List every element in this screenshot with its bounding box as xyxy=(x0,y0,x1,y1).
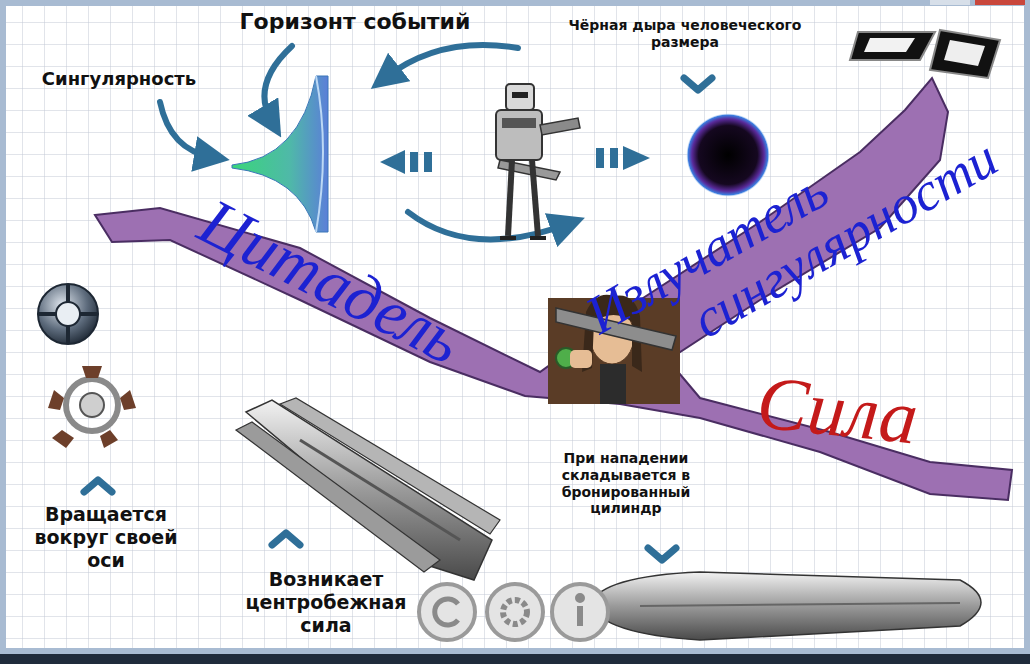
corner-emblem-part xyxy=(930,30,1000,78)
window-frame-part xyxy=(0,0,1030,6)
badge-icon xyxy=(38,284,98,344)
dashed-arrows-part xyxy=(610,148,618,168)
window-frame-part xyxy=(0,0,6,664)
window-frame-part xyxy=(0,648,1030,654)
robot-figure-part xyxy=(498,160,560,180)
robot-figure-part xyxy=(500,236,546,240)
dashed-arrows-part xyxy=(623,146,650,170)
callout-label: При нападении складывается в бронированн… xyxy=(536,450,716,517)
flow-arrows-part xyxy=(160,102,212,157)
badge-icon-part xyxy=(38,284,98,344)
rotor-icon-part xyxy=(80,393,104,417)
armored-cylinder-part xyxy=(640,603,960,606)
callout-label: Возникает центробежная сила xyxy=(236,568,416,636)
newton-portrait-part xyxy=(570,350,592,368)
black-hole xyxy=(686,113,770,197)
menu-buttons-part xyxy=(577,595,583,601)
corner-emblem-part xyxy=(850,32,935,60)
ship-unfolded-part xyxy=(280,398,500,534)
robot-figure-part xyxy=(512,92,528,98)
robot-figure-part xyxy=(540,118,580,135)
armored-cylinder xyxy=(590,572,981,640)
rotor-icon xyxy=(48,366,136,448)
armored-cylinder-part xyxy=(590,572,981,640)
corner-emblem-part xyxy=(864,38,915,52)
menu-buttons-part xyxy=(487,584,543,640)
menu-buttons-part xyxy=(577,606,583,626)
flow-arrows-part xyxy=(264,46,292,122)
menu-buttons xyxy=(419,584,608,640)
window-frame-part xyxy=(975,0,1025,5)
menu-buttons-part xyxy=(419,584,475,640)
chevrons-part xyxy=(272,533,300,545)
dashed-arrows-part xyxy=(410,152,418,172)
robot-figure xyxy=(496,84,580,238)
robot-figure-part xyxy=(496,110,542,160)
window-frame-part xyxy=(1024,0,1030,664)
chevrons-part xyxy=(84,480,112,492)
callout-label: Сингулярность xyxy=(14,68,224,90)
callout-label: Горизонт событий xyxy=(200,9,510,35)
callout-label: Вращается вокруг своей оси xyxy=(16,503,196,571)
ship-unfolded-part xyxy=(236,422,440,572)
menu-buttons-part xyxy=(503,600,527,624)
rotor-icon-part xyxy=(52,430,74,448)
rotor-icon-part xyxy=(120,390,136,410)
dashed-arrows-part xyxy=(380,150,405,174)
robot-figure-part xyxy=(508,160,512,236)
rotor-icon-part xyxy=(82,366,102,378)
black-hole-part xyxy=(686,113,770,197)
badge-icon-part xyxy=(38,284,98,344)
chevrons-part xyxy=(684,78,712,90)
robot-figure-part xyxy=(502,118,536,128)
rotor-icon-part xyxy=(48,390,64,410)
flow-arrows-part xyxy=(408,212,568,239)
rotor-icon-part xyxy=(100,430,118,448)
flow-arrows-part xyxy=(385,45,518,78)
event-horizon-funnel-part xyxy=(316,76,323,232)
chevrons-part xyxy=(648,548,676,560)
window-frame-part xyxy=(930,0,970,5)
callout-label: Чёрная дыра человеческого размера xyxy=(540,17,830,51)
ship-unfolded-part xyxy=(300,440,460,540)
dashed-arrows-part xyxy=(596,148,604,168)
newton-portrait-part xyxy=(600,364,626,404)
badge-icon-part xyxy=(56,302,80,326)
rotor-icon-part xyxy=(66,379,118,431)
menu-buttons-part xyxy=(552,584,608,640)
menu-buttons-part xyxy=(435,599,458,625)
robot-figure-part xyxy=(506,84,534,110)
corner-emblem-part xyxy=(944,40,985,66)
robot-figure-part xyxy=(532,160,538,236)
window-frame-part xyxy=(0,654,1030,664)
corner-emblem xyxy=(850,30,1000,78)
dashed-arrows-part xyxy=(424,152,432,172)
ship-unfolded-part xyxy=(246,400,492,580)
ship-unfolded xyxy=(236,398,500,580)
